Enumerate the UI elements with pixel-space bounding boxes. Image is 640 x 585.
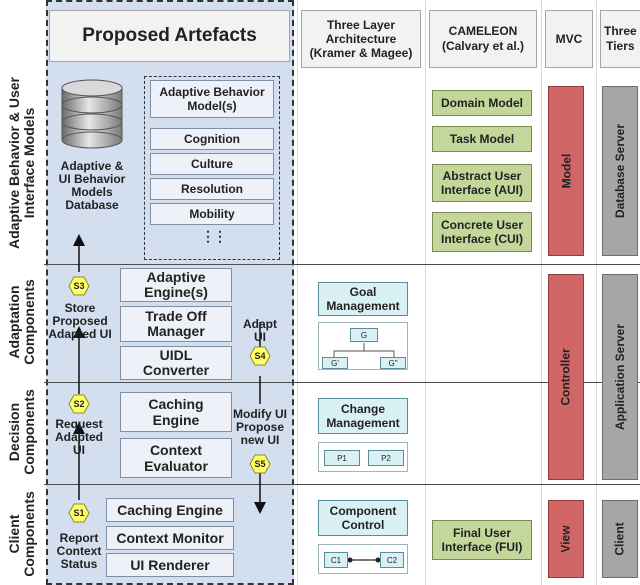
- plan-p1: P1: [324, 450, 360, 466]
- column-separator: [596, 0, 597, 585]
- goal-management-box: Goal Management: [318, 282, 408, 316]
- tier-separator: [44, 264, 640, 265]
- behavior-models-group: [144, 76, 280, 260]
- database-icon: [58, 78, 126, 150]
- goal-node-g: G: [350, 328, 378, 342]
- tier-separator: [44, 382, 640, 383]
- change-plans: P1 P2: [318, 442, 408, 472]
- model-item-resolution: Resolution: [150, 178, 274, 200]
- model-item-mobility: Mobility: [150, 203, 274, 225]
- client-caching-engine-box: Caching Engine: [106, 498, 234, 522]
- step-s2-label: Request Adapted UI: [55, 417, 103, 457]
- aui-box: Abstract User Interface (AUI): [432, 164, 532, 202]
- component-graph: C1 C2: [318, 544, 408, 574]
- model-item-cognition: Cognition: [150, 128, 274, 150]
- behavior-model-box: Adaptive Behavior Model(s): [150, 80, 274, 118]
- trade-off-manager-box: Trade Off Manager: [120, 306, 232, 342]
- step-s2-hexagon: S2: [68, 394, 90, 414]
- header-cameleon: CAMELEON (Calvary et al.): [429, 10, 537, 68]
- header-three-tiers: Three Tiers: [600, 10, 640, 68]
- step-s4-hexagon: S4: [249, 346, 271, 366]
- task-model-box: Task Model: [432, 126, 532, 152]
- column-separator: [425, 0, 426, 585]
- plan-p2: P2: [368, 450, 404, 466]
- context-monitor-box: Context Monitor: [106, 526, 234, 550]
- goal-graph: G G' G": [318, 322, 408, 370]
- mvc-model-bar: Model: [548, 86, 584, 256]
- more-items-ellipsis: ⋮⋮: [201, 228, 227, 244]
- goal-node-g-prime: G': [322, 357, 348, 369]
- step-s3-label: Store Proposed Adapted UI: [48, 301, 112, 341]
- component-node-c1: C1: [324, 552, 348, 568]
- caching-engine-box: Caching Engine: [120, 392, 232, 432]
- header-proposed-artefacts: Proposed Artefacts: [49, 10, 290, 62]
- goal-node-g-double-prime: G": [380, 357, 406, 369]
- model-item-culture: Culture: [150, 153, 274, 175]
- step-s3-hexagon: S3: [68, 276, 90, 296]
- database-label: Adaptive & UI Behavior Models Database: [58, 159, 126, 212]
- fui-box: Final User Interface (FUI): [432, 520, 532, 560]
- tier-application-server-bar: Application Server: [602, 274, 638, 480]
- change-management-box: Change Management: [318, 398, 408, 434]
- step-s1-hexagon: S1: [68, 503, 90, 523]
- ui-renderer-box: UI Renderer: [106, 553, 234, 577]
- header-mvc: MVC: [545, 10, 593, 68]
- uidl-converter-box: UIDL Converter: [120, 346, 232, 380]
- column-separator: [297, 0, 298, 585]
- step-s1-label: Report Context Status: [56, 531, 102, 571]
- column-separator: [541, 0, 542, 585]
- mvc-view-bar: View: [548, 500, 584, 578]
- step-s5-hexagon: S5: [249, 454, 271, 474]
- tier-database-server-bar: Database Server: [602, 86, 638, 256]
- step-s4-label: Adapt UI: [243, 317, 277, 344]
- cui-box: Concrete User Interface (CUI): [432, 212, 532, 252]
- tier-client-bar: Client: [602, 500, 638, 578]
- header-three-layer: Three Layer Architecture (Kramer & Magee…: [301, 10, 421, 68]
- tier-separator: [44, 484, 640, 485]
- step-s5-label: Modify UI Propose new UI: [233, 407, 287, 447]
- context-evaluator-box: Context Evaluator: [120, 438, 232, 478]
- component-node-c2: C2: [380, 552, 404, 568]
- mvc-controller-bar: Controller: [548, 274, 584, 480]
- domain-model-box: Domain Model: [432, 90, 532, 116]
- component-control-box: Component Control: [318, 500, 408, 536]
- adaptive-engines-box: Adaptive Engine(s): [120, 268, 232, 302]
